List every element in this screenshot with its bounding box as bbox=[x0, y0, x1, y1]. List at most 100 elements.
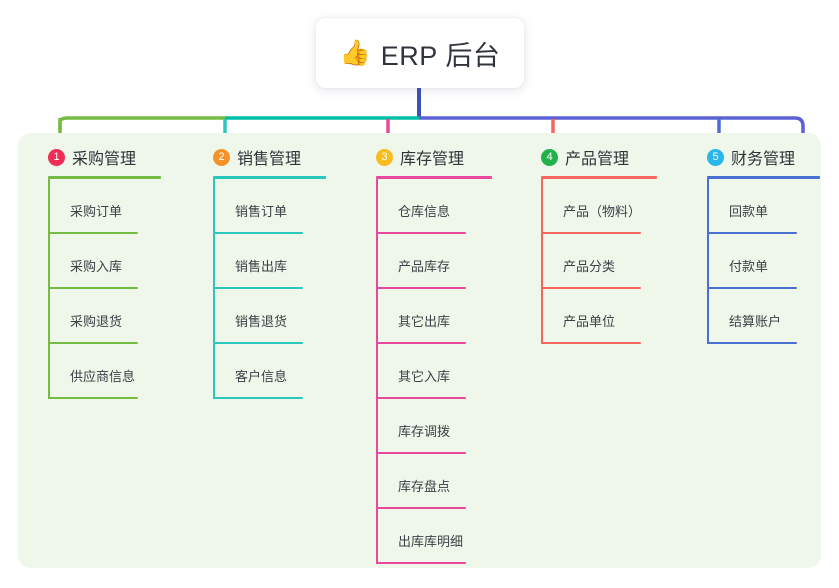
branch-title-4: 产品管理 bbox=[565, 151, 630, 168]
thumbs-up-icon: 👍 bbox=[339, 38, 371, 67]
leaf-node[interactable]: 客户信息 bbox=[213, 344, 326, 399]
leaf-underline bbox=[48, 232, 138, 234]
branch-underline-3 bbox=[376, 176, 492, 179]
leaf-label: 产品库存 bbox=[398, 259, 451, 274]
leaf-node[interactable]: 库存盘点 bbox=[376, 454, 492, 509]
leaf-underline bbox=[376, 232, 466, 234]
leaf-label: 付款单 bbox=[729, 259, 769, 274]
branch-items-5: 回款单付款单结算账户 bbox=[707, 179, 820, 344]
leaf-label: 采购入库 bbox=[70, 259, 123, 274]
leaf-label: 产品（物料） bbox=[563, 204, 642, 219]
branch-column-1: 1 采购管理采购订单采购入库采购退货供应商信息 bbox=[33, 145, 161, 399]
branch-title-5: 财务管理 bbox=[731, 151, 796, 168]
leaf-node[interactable]: 产品分类 bbox=[541, 234, 657, 289]
branch-header-1[interactable]: 1 采购管理 bbox=[33, 145, 161, 169]
branch-items-1: 采购订单采购入库采购退货供应商信息 bbox=[48, 179, 161, 399]
branch-items-3: 仓库信息产品库存其它出库其它入库库存调拨库存盘点出库库明细 bbox=[376, 179, 492, 564]
leaf-label: 回款单 bbox=[729, 204, 769, 219]
branch-badge-5: 5 bbox=[707, 148, 724, 166]
leaf-underline bbox=[707, 342, 797, 344]
root-node-content: 👍 ERP 后台 bbox=[340, 34, 501, 73]
branch-badge-1: 1 bbox=[48, 148, 65, 166]
leaf-label: 仓库信息 bbox=[398, 204, 451, 219]
leaf-underline bbox=[213, 397, 303, 399]
leaf-node[interactable]: 采购入库 bbox=[48, 234, 161, 289]
branch-column-2: 2 销售管理销售订单销售出库销售退货客户信息 bbox=[198, 145, 326, 399]
branch-items-4: 产品（物料） 产品分类产品单位 bbox=[541, 179, 657, 344]
leaf-underline bbox=[48, 342, 138, 344]
branch-spine-3 bbox=[376, 179, 378, 564]
leaf-label: 结算账户 bbox=[729, 314, 782, 329]
branch-underline-4 bbox=[541, 176, 657, 179]
leaf-node[interactable]: 供应商信息 bbox=[48, 344, 161, 399]
leaf-underline bbox=[213, 287, 303, 289]
leaf-node[interactable]: 采购订单 bbox=[48, 179, 161, 234]
leaf-underline bbox=[541, 287, 641, 289]
branch-title-2: 销售管理 bbox=[237, 151, 302, 168]
root-node-title: ERP 后台 bbox=[380, 40, 501, 71]
leaf-underline bbox=[707, 232, 797, 234]
branch-spine-4 bbox=[541, 179, 543, 344]
branch-badge-4: 4 bbox=[541, 148, 558, 166]
leaf-label: 出库库明细 bbox=[398, 534, 464, 549]
leaf-underline bbox=[213, 232, 303, 234]
branch-panel bbox=[18, 133, 821, 568]
branch-column-4: 4 产品管理产品（物料） 产品分类产品单位 bbox=[526, 145, 657, 344]
leaf-underline bbox=[541, 342, 641, 344]
branch-items-2: 销售订单销售出库销售退货客户信息 bbox=[213, 179, 326, 399]
leaf-node[interactable]: 产品单位 bbox=[541, 289, 657, 344]
leaf-node[interactable]: 回款单 bbox=[707, 179, 820, 234]
branch-underline-2 bbox=[213, 176, 326, 179]
branch-title-1: 采购管理 bbox=[72, 151, 137, 168]
leaf-label: 销售订单 bbox=[235, 204, 288, 219]
leaf-underline bbox=[48, 397, 138, 399]
leaf-node[interactable]: 结算账户 bbox=[707, 289, 820, 344]
leaf-node[interactable]: 出库库明细 bbox=[376, 509, 492, 564]
branch-spine-5 bbox=[707, 179, 709, 344]
branch-header-5[interactable]: 5 财务管理 bbox=[692, 145, 820, 169]
leaf-node[interactable]: 其它出库 bbox=[376, 289, 492, 344]
leaf-node[interactable]: 采购退货 bbox=[48, 289, 161, 344]
leaf-label: 其它出库 bbox=[398, 314, 451, 329]
branch-underline-1 bbox=[48, 176, 161, 179]
leaf-node[interactable]: 仓库信息 bbox=[376, 179, 492, 234]
leaf-node[interactable]: 销售出库 bbox=[213, 234, 326, 289]
branch-badge-3: 3 bbox=[376, 148, 393, 166]
leaf-node[interactable]: 付款单 bbox=[707, 234, 820, 289]
leaf-underline bbox=[541, 232, 641, 234]
leaf-label: 产品单位 bbox=[563, 314, 616, 329]
branch-column-3: 3 库存管理仓库信息产品库存其它出库其它入库库存调拨库存盘点出库库明细 bbox=[361, 145, 492, 564]
leaf-label: 客户信息 bbox=[235, 369, 288, 384]
leaf-label: 库存盘点 bbox=[398, 479, 451, 494]
leaf-label: 采购订单 bbox=[70, 204, 123, 219]
leaf-node[interactable]: 库存调拨 bbox=[376, 399, 492, 454]
leaf-label: 产品分类 bbox=[563, 259, 616, 274]
branch-title-3: 库存管理 bbox=[400, 151, 465, 168]
branch-badge-2: 2 bbox=[213, 148, 230, 166]
leaf-underline bbox=[48, 287, 138, 289]
leaf-node[interactable]: 产品（物料） bbox=[541, 179, 657, 234]
leaf-node[interactable]: 销售订单 bbox=[213, 179, 326, 234]
branch-header-3[interactable]: 3 库存管理 bbox=[361, 145, 492, 169]
branch-spine-2 bbox=[213, 179, 215, 399]
leaf-underline bbox=[213, 342, 303, 344]
leaf-label: 销售出库 bbox=[235, 259, 288, 274]
leaf-underline bbox=[376, 507, 466, 509]
branch-column-5: 5 财务管理回款单付款单结算账户 bbox=[692, 145, 820, 344]
leaf-underline bbox=[376, 452, 466, 454]
leaf-label: 库存调拨 bbox=[398, 424, 451, 439]
leaf-underline bbox=[376, 562, 466, 564]
leaf-node[interactable]: 其它入库 bbox=[376, 344, 492, 399]
branch-underline-5 bbox=[707, 176, 820, 179]
root-node[interactable]: 👍 ERP 后台 bbox=[316, 18, 524, 88]
leaf-underline bbox=[707, 287, 797, 289]
leaf-underline bbox=[376, 342, 466, 344]
leaf-label: 销售退货 bbox=[235, 314, 288, 329]
leaf-node[interactable]: 产品库存 bbox=[376, 234, 492, 289]
bus-segment-left bbox=[58, 116, 225, 130]
branch-spine-1 bbox=[48, 179, 50, 399]
branch-header-4[interactable]: 4 产品管理 bbox=[526, 145, 657, 169]
leaf-label: 供应商信息 bbox=[70, 369, 136, 384]
leaf-node[interactable]: 销售退货 bbox=[213, 289, 326, 344]
branch-header-2[interactable]: 2 销售管理 bbox=[198, 145, 326, 169]
